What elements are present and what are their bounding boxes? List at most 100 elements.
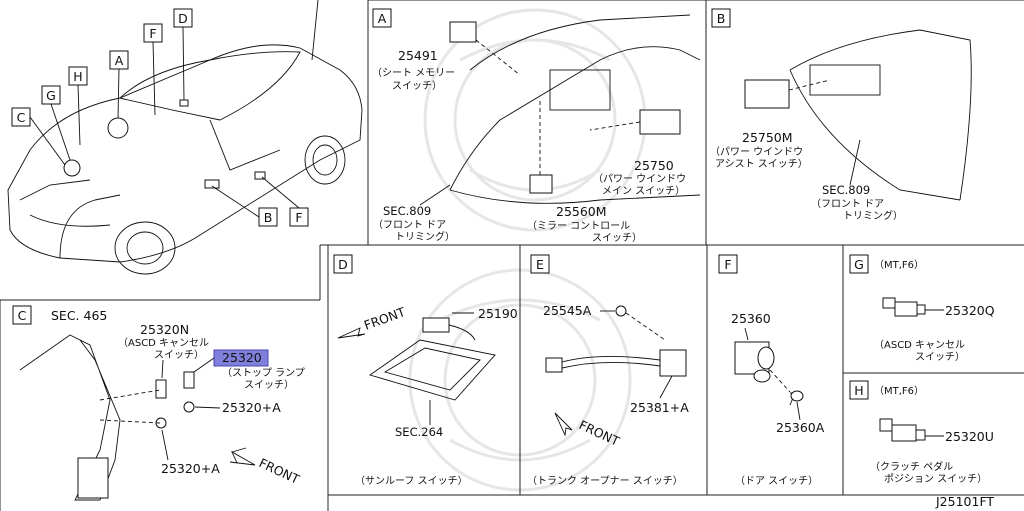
panel-g: G （MT,F6） 25320Q （ASCD キャンセル スイッチ） — [849, 254, 995, 363]
part-25320q: 25320Q — [945, 303, 995, 318]
part-25190: 25190 — [478, 306, 518, 321]
panel-e: E 25545A 25381+A FRONT （トランク オープナー スイッチ） — [527, 254, 689, 487]
front-arrow-c: FRONT — [229, 447, 302, 487]
svg-text:メイン スイッチ）: メイン スイッチ） — [602, 185, 685, 197]
diagram-id: J25101FT — [935, 494, 994, 509]
svg-text:（クラッチ ペダル: （クラッチ ペダル — [870, 460, 953, 473]
front-arrow-d: FRONT — [337, 304, 408, 339]
brake-pedal-pad — [77, 457, 109, 499]
svg-text:（ミラー コントロール: （ミラー コントロール — [527, 220, 630, 232]
svg-text:G: G — [46, 88, 56, 103]
callout-d: D — [173, 8, 193, 107]
svg-text:（ストップ ランプ: （ストップ ランプ — [222, 367, 305, 379]
sec-465: SEC. 465 — [51, 308, 107, 323]
connector — [545, 357, 563, 373]
svg-text:（パワー ウインドウ: （パワー ウインドウ — [593, 173, 686, 185]
svg-text:トリミング）: トリミング） — [843, 209, 903, 222]
panel-b: B 25750M （パワー ウインドウ アシスト スイッチ） SEC.809 （… — [710, 8, 972, 222]
panel-d: D FRONT 25190 SEC.264 （サンルーフ スイッチ） — [333, 254, 518, 487]
svg-text:H: H — [73, 69, 82, 84]
svg-text:B: B — [717, 11, 726, 26]
caption-f: （ドア スイッチ） — [735, 475, 818, 487]
part-25545a: 25545A — [543, 303, 592, 318]
clutch-pedal-position-switch — [891, 424, 917, 442]
svg-text:（ASCD キャンセル: （ASCD キャンセル — [874, 339, 965, 351]
svg-text:F: F — [724, 257, 731, 272]
svg-text:（シート メモリー: （シート メモリー — [372, 67, 455, 79]
svg-text:B: B — [264, 210, 273, 225]
front-arrow-e: FRONT — [554, 412, 622, 449]
svg-text:スイッチ）: スイッチ） — [915, 351, 965, 363]
svg-text:スイッチ）: スイッチ） — [392, 80, 442, 92]
svg-text:C: C — [18, 308, 27, 323]
svg-text:FRONT: FRONT — [362, 304, 408, 333]
part-25750: 25750 — [634, 158, 674, 173]
callout-h: H — [68, 66, 88, 146]
power-window-main-switch — [639, 109, 681, 135]
svg-text:D: D — [338, 257, 348, 272]
part-25381a: 25381+A — [630, 400, 689, 415]
part-25320u: 25320U — [945, 429, 994, 444]
svg-text:F: F — [295, 210, 302, 225]
overview-callouts: D F A H G C B — [11, 0, 319, 227]
svg-text:（MT,F6）: （MT,F6） — [874, 385, 924, 397]
part-25320n: 25320N — [140, 322, 189, 337]
svg-text:アシスト スイッチ）: アシスト スイッチ） — [715, 158, 808, 170]
sec-264: SEC.264 — [395, 425, 443, 439]
svg-text:A: A — [378, 11, 387, 26]
svg-text:FRONT: FRONT — [257, 455, 302, 487]
callout-a: A — [109, 50, 129, 119]
svg-text:A: A — [115, 53, 124, 68]
callout-f-top: F — [143, 23, 163, 116]
panel-c: C SEC. 465 25320N （ASCD キャンセル スイッチ） 2532… — [12, 305, 305, 501]
svg-text:（パワー ウインドウ: （パワー ウインドウ — [710, 146, 803, 158]
svg-text:F: F — [149, 26, 156, 41]
part-25360: 25360 — [731, 311, 771, 326]
ascd-cancel-switch — [155, 379, 167, 399]
caption-d: （サンルーフ スイッチ） — [355, 475, 468, 487]
sec-809-b: SEC.809 — [822, 183, 870, 197]
part-25320: 25320 — [222, 350, 262, 365]
svg-text:（フロント ドア: （フロント ドア — [373, 219, 446, 231]
svg-text:H: H — [854, 383, 863, 398]
sunroof-switch — [422, 317, 450, 333]
panel-f: F 25360 25360A （ドア スイッチ） — [718, 254, 825, 487]
part-25750m: 25750M — [742, 130, 793, 145]
svg-text:ポジション スイッチ）: ポジション スイッチ） — [884, 473, 987, 485]
sec-809-a: SEC.809 — [383, 204, 431, 218]
stop-lamp-switch — [183, 371, 195, 389]
svg-text:トリミング）: トリミング） — [395, 230, 455, 243]
part-25560m: 25560M — [556, 204, 607, 219]
svg-text:G: G — [854, 257, 864, 272]
door-switch-bolt — [790, 390, 804, 402]
trunk-opener-switch — [659, 349, 687, 377]
svg-text:D: D — [178, 11, 188, 26]
svg-text:（ASCD キャンセル: （ASCD キャンセル — [118, 337, 209, 349]
part-25360a: 25360A — [776, 420, 825, 435]
svg-text:スイッチ）: スイッチ） — [592, 232, 642, 244]
svg-text:（フロント ドア: （フロント ドア — [811, 198, 884, 210]
panel-a: A 25491 （シート メモリー スイッチ） 25750 （パワー ウインドウ… — [372, 8, 701, 244]
panel-h: H （MT,F6） 25320U （クラッチ ペダル ポジション スイッチ） — [849, 380, 994, 485]
svg-text:スイッチ）: スイッチ） — [154, 349, 204, 361]
svg-text:E: E — [536, 257, 544, 272]
ascd-cancel-switch-mt — [894, 301, 918, 317]
panel-a-tag — [372, 8, 392, 28]
seat-memory-switch — [449, 21, 477, 43]
callout-c: C — [11, 107, 66, 166]
svg-text:C: C — [17, 110, 26, 125]
power-window-assist-switch — [744, 79, 790, 109]
part-25320a-lower: 25320+A — [161, 461, 220, 476]
mirror-control-switch — [529, 174, 553, 194]
caption-e: （トランク オープナー スイッチ） — [527, 475, 683, 487]
callout-b: B — [211, 185, 278, 227]
svg-text:スイッチ）: スイッチ） — [244, 379, 294, 391]
part-25491: 25491 — [398, 48, 438, 63]
vehicle-overview — [7, 44, 363, 275]
part-25320a-upper: 25320+A — [222, 400, 281, 415]
callout-f-door: F — [261, 176, 309, 227]
callout-g: G — [41, 85, 71, 161]
svg-text:（MT,F6）: （MT,F6） — [874, 259, 924, 271]
